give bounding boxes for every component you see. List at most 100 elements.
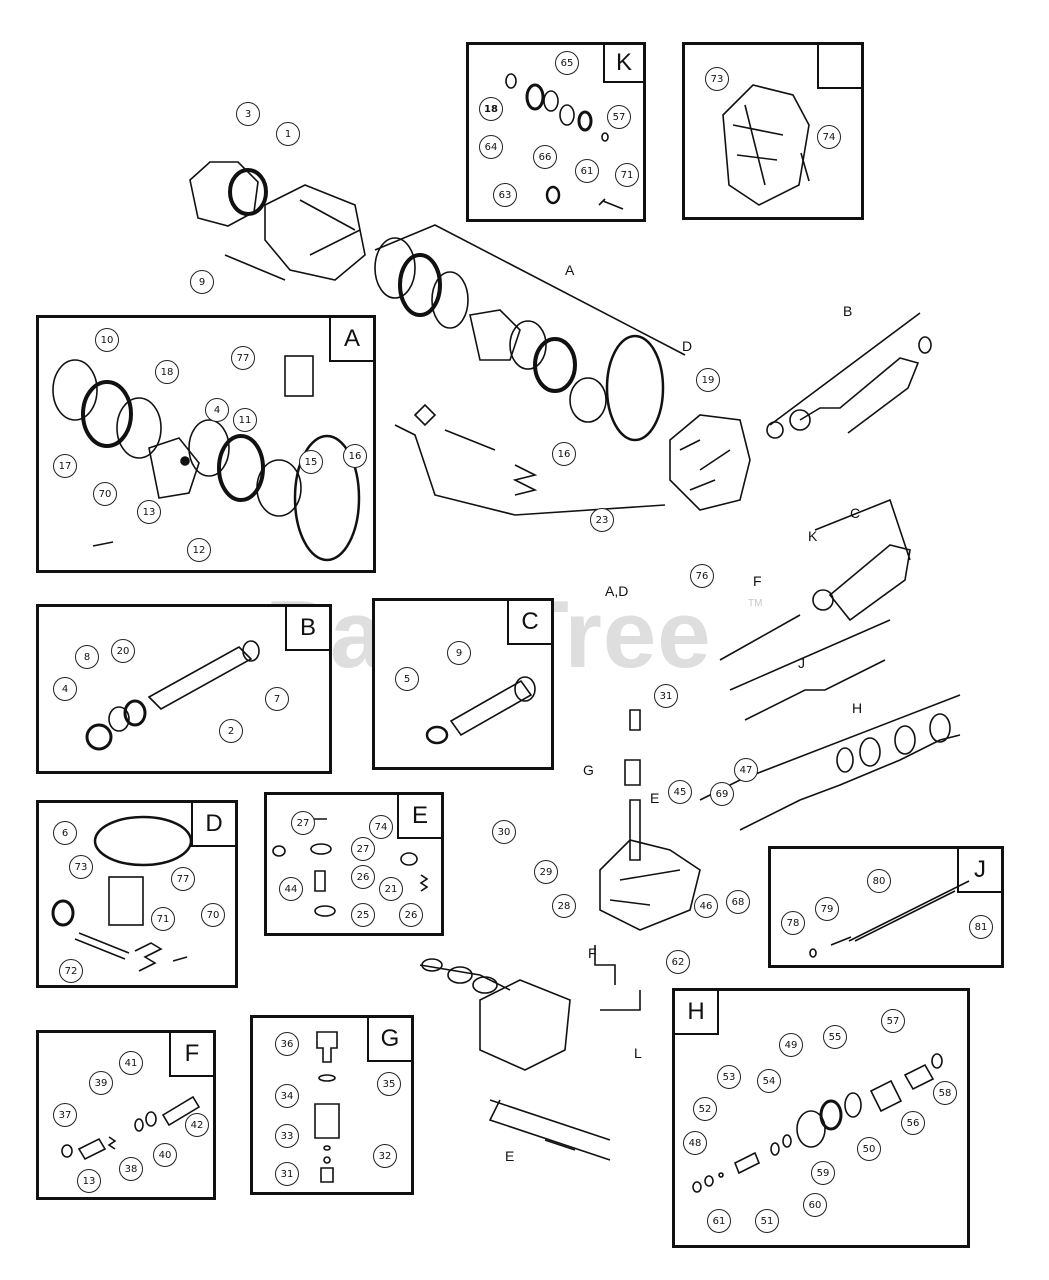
label-L: L	[634, 1045, 642, 1061]
callout-19: 19	[696, 368, 720, 392]
detail-box-G: G 36 35 34 33 32 31	[250, 1015, 414, 1195]
box-blank-drawing	[722, 84, 810, 206]
detail-box-J: J 80 78 79 81	[768, 846, 1004, 968]
callout-42: 42	[185, 1113, 209, 1137]
box-K-drawing	[505, 73, 624, 210]
box-B-label: B	[285, 607, 329, 651]
label-E: E	[505, 1148, 515, 1164]
callout-7: 7	[265, 687, 289, 711]
box-E-label: E	[397, 795, 441, 839]
callout-8: 8	[75, 645, 99, 669]
callout-46: 46	[694, 894, 718, 918]
callout-5: 5	[395, 667, 419, 691]
label-H: H	[852, 700, 863, 716]
callout-61: 61	[707, 1209, 731, 1233]
callout-66: 66	[533, 145, 557, 169]
callout-61: 61	[575, 159, 599, 183]
label-B: B	[843, 303, 853, 319]
callout-62: 62	[666, 950, 690, 974]
callout-71: 71	[151, 907, 175, 931]
box-C-label: C	[507, 601, 551, 645]
callout-12: 12	[187, 538, 211, 562]
callout-9: 9	[190, 270, 214, 294]
callout-70: 70	[201, 903, 225, 927]
detail-box-C: C 9 5	[372, 598, 554, 770]
callout-29: 29	[534, 860, 558, 884]
callout-17: 17	[53, 454, 77, 478]
callout-55: 55	[823, 1025, 847, 1049]
box-G-label: G	[367, 1018, 411, 1062]
callout-77: 77	[231, 346, 255, 370]
callout-9: 9	[447, 641, 471, 665]
box-J-drawing	[809, 880, 970, 958]
callout-3: 3	[236, 102, 260, 126]
watermark-trademark: TM	[748, 598, 763, 609]
callout-64: 64	[479, 135, 503, 159]
detail-box-A: A 10 18 77 4 11 17 13 15 16 70 12	[36, 315, 376, 573]
detail-box-K: K 65 18 57 64 66 61 71 63	[466, 42, 646, 222]
box-C-drawing	[425, 676, 536, 745]
callout-10: 10	[95, 328, 119, 352]
callout-80: 80	[867, 869, 891, 893]
callout-20: 20	[111, 639, 135, 663]
callout-2: 2	[219, 719, 243, 743]
box-H-label: H	[675, 991, 719, 1035]
box-B-drawing	[85, 640, 260, 751]
box-A-label: A	[329, 318, 373, 362]
callout-4: 4	[53, 677, 77, 701]
callout-44: 44	[279, 877, 303, 901]
callout-81: 81	[969, 915, 993, 939]
label-K: K	[808, 528, 818, 544]
callout-18: 18	[479, 97, 503, 121]
callout-52: 52	[693, 1097, 717, 1121]
callout-26: 26	[399, 903, 423, 927]
callout-74: 74	[817, 125, 841, 149]
callout-69: 69	[710, 782, 734, 806]
label-A: A	[565, 262, 575, 278]
callout-58: 58	[933, 1081, 957, 1105]
box-F-drawing	[61, 1095, 201, 1161]
box-K-label: K	[603, 45, 643, 83]
callout-45: 45	[668, 780, 692, 804]
callout-21: 21	[379, 877, 403, 901]
callout-30: 30	[492, 820, 516, 844]
callout-79: 79	[815, 897, 839, 921]
callout-54: 54	[757, 1069, 781, 1093]
callout-49: 49	[779, 1033, 803, 1057]
callout-13: 13	[77, 1169, 101, 1193]
box-H-drawing	[692, 1053, 943, 1193]
callout-27: 27	[291, 811, 315, 835]
callout-31: 31	[275, 1162, 299, 1186]
callout-13: 13	[137, 500, 161, 524]
callout-73: 73	[69, 855, 93, 879]
callout-41: 41	[119, 1051, 143, 1075]
detail-box-F: F 41 39 37 40 42 38 13	[36, 1030, 216, 1200]
label-G: G	[583, 762, 594, 778]
label-F-top: F	[753, 573, 762, 589]
box-D-drawing	[51, 815, 193, 972]
callout-36: 36	[275, 1032, 299, 1056]
detail-box-H: H 57 49 55 53 54 52 48 56 58	[672, 988, 970, 1248]
callout-51: 51	[755, 1209, 779, 1233]
callout-74: 74	[369, 815, 393, 839]
callout-11: 11	[233, 408, 257, 432]
callout-73: 73	[705, 67, 729, 91]
callout-23: 23	[590, 508, 614, 532]
label-D: D	[682, 338, 693, 354]
box-F-label: F	[169, 1033, 213, 1077]
callout-31: 31	[654, 684, 678, 708]
callout-1: 1	[276, 122, 300, 146]
callout-56: 56	[901, 1111, 925, 1135]
box-G-drawing	[314, 1031, 340, 1183]
callout-35: 35	[377, 1072, 401, 1096]
callout-27: 27	[351, 837, 375, 861]
callout-63: 63	[493, 183, 517, 207]
callout-18: 18	[155, 360, 179, 384]
callout-48: 48	[683, 1131, 707, 1155]
label-E-top: E	[650, 790, 660, 806]
callout-57: 57	[607, 105, 631, 129]
label-F: F	[588, 945, 597, 961]
callout-76: 76	[690, 564, 714, 588]
